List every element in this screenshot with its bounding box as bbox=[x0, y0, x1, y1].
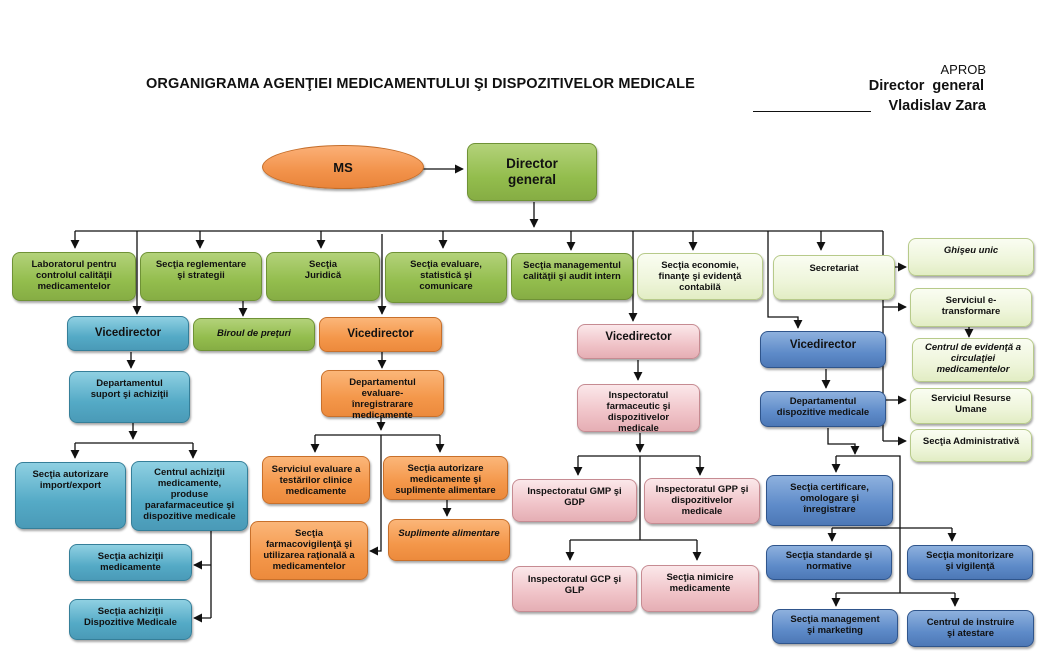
node-management-calitate[interactable]: Secţia managementul calităţii şi audit i… bbox=[511, 253, 633, 300]
node-reglementare[interactable]: Secţia reglementare şi strategii bbox=[140, 252, 262, 301]
node-juridica[interactable]: Secţia Juridică bbox=[266, 252, 380, 301]
node-certificare-omologare[interactable]: Secţia certificare, omologare şi înregis… bbox=[766, 475, 893, 526]
node-achizitii-medicamente[interactable]: Secţia achiziţii medicamente bbox=[69, 544, 192, 581]
connector-cert-bus bbox=[836, 455, 901, 593]
node-vicedirector-2[interactable]: Vicedirector bbox=[319, 317, 442, 352]
approval-label: APROB bbox=[940, 62, 986, 77]
node-dep-evaluare-inregistrare[interactable]: Departamentul evaluare-înregistrarare me… bbox=[321, 370, 444, 421]
node-dep-dispozitive-medicale[interactable]: Departamentul dispozitive medicale bbox=[760, 391, 886, 427]
signature-line bbox=[753, 111, 871, 112]
node-economie[interactable]: Secţia economie, finanţe şi evidenţă con… bbox=[637, 253, 763, 300]
connector-to-vice4 bbox=[767, 231, 803, 329]
node-dep-suport-achizitii[interactable]: Departamentul suport şi achiziţii bbox=[69, 371, 190, 423]
node-centrul-achizitii[interactable]: Centrul achiziţii medicamente, produse p… bbox=[131, 461, 248, 531]
connector-to-farmacovigilenta bbox=[369, 435, 382, 556]
node-inspectoratul-gcp-glp[interactable]: Inspectoratul GCP şi GLP bbox=[512, 566, 637, 612]
node-sectia-administrativa[interactable]: Secţia Administrativă bbox=[910, 429, 1032, 462]
node-centrul-instruire[interactable]: Centrul de instruire şi atestare bbox=[907, 610, 1034, 647]
node-farmacovigilenta[interactable]: Secţia farmacovigilenţă şi utilizarea ra… bbox=[250, 521, 368, 580]
node-ms[interactable]: MS bbox=[262, 145, 424, 189]
connector-dep-disp-down bbox=[827, 428, 860, 455]
node-resurse-umane[interactable]: Serviciul Resurse Umane bbox=[910, 388, 1032, 424]
node-vicedirector-4[interactable]: Vicedirector bbox=[760, 331, 886, 368]
node-monitorizare-vigilenta[interactable]: Secţia monitorizare şi vigilenţă bbox=[907, 545, 1033, 580]
approval-position: Director general bbox=[868, 78, 984, 94]
node-laborator[interactable]: Laboratorul pentru controlul calităţii m… bbox=[12, 252, 136, 301]
node-director-general[interactable]: Director general bbox=[467, 143, 597, 201]
page-title: ORGANIGRAMA AGENŢIEI MEDICAMENTULUI ŞI D… bbox=[146, 76, 695, 92]
node-inspectoratul-farmaceutic[interactable]: Inspectoratul farmaceutic şi dispozitive… bbox=[577, 384, 700, 434]
node-autorizare-medicamente[interactable]: Secţia autorizare medicamente şi suplime… bbox=[383, 456, 508, 500]
node-management-marketing[interactable]: Secţia management şi marketing bbox=[772, 609, 898, 644]
node-testari-clinice[interactable]: Serviciul evaluare a testărilor clinice … bbox=[262, 456, 370, 504]
node-vicedirector-3[interactable]: Vicedirector bbox=[577, 324, 700, 359]
node-centru-evidenta[interactable]: Centrul de evidenţă a circulaţiei medica… bbox=[912, 338, 1034, 382]
node-achizitii-dispozitive[interactable]: Secţia achiziţii Dispozitive Medicale bbox=[69, 599, 192, 640]
node-vicedirector-1[interactable]: Vicedirector bbox=[67, 316, 189, 351]
node-e-transformare[interactable]: Serviciul e-transformare bbox=[910, 288, 1032, 327]
node-secretariat[interactable]: Secretariat bbox=[773, 255, 895, 300]
node-ghiseu-unic[interactable]: Ghişeu unic bbox=[908, 238, 1034, 276]
node-standarde-normative[interactable]: Secţia standarde şi normative bbox=[766, 545, 892, 580]
approval-name: Vladislav Zara bbox=[888, 98, 986, 114]
node-biroul-preturi[interactable]: Biroul de preţuri bbox=[193, 318, 315, 351]
node-suplimente-alimentare[interactable]: Suplimente alimentare bbox=[388, 519, 510, 561]
node-evaluare-statistica[interactable]: Secţia evaluare, statistică şi comunicar… bbox=[385, 252, 507, 303]
node-autorizare-import-export[interactable]: Secţia autorizare import/export bbox=[15, 462, 126, 529]
node-nimicire-medicamente[interactable]: Secţia nimicire medicamente bbox=[641, 565, 759, 612]
node-inspectoratul-gmp-gdp[interactable]: Inspectoratul GMP şi GDP bbox=[512, 479, 637, 522]
node-inspectoratul-gpp[interactable]: Inspectoratul GPP şi dispozitivelor medi… bbox=[644, 478, 760, 524]
